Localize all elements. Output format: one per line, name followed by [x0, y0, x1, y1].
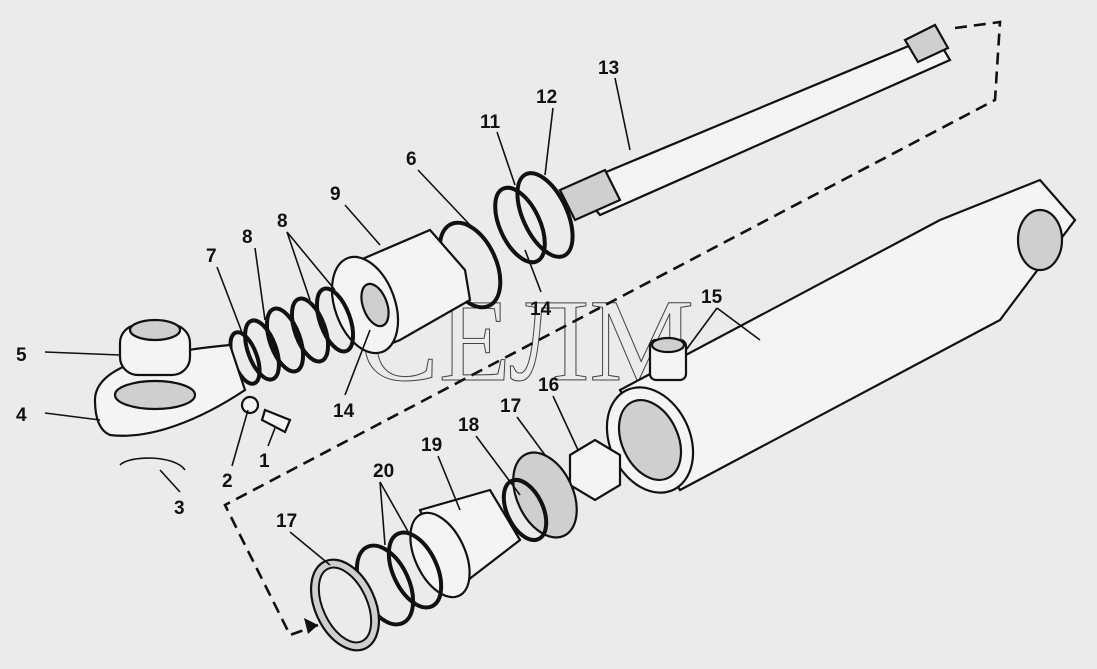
- label-11: 11: [480, 112, 501, 133]
- nut-2: [240, 395, 260, 415]
- label-5: 5: [16, 345, 27, 366]
- label-13: 13: [598, 58, 619, 79]
- label-20: 20: [373, 461, 394, 482]
- arrow-head-icon: [304, 618, 318, 634]
- label-16: 16: [538, 375, 559, 396]
- seal-12: [515, 171, 575, 259]
- label-14b: 14: [333, 401, 355, 422]
- label-15: 15: [701, 287, 723, 308]
- seal-rings-8: [228, 286, 356, 386]
- rod-eye-4: [93, 318, 247, 471]
- circlip-3: [119, 457, 186, 471]
- seal-11: [493, 185, 547, 265]
- label-17b: 17: [276, 511, 297, 532]
- label-1: 1: [259, 451, 270, 472]
- label-4: 4: [16, 405, 27, 426]
- guide-ring-17: [512, 451, 578, 539]
- label-2: 2: [222, 471, 233, 492]
- label-17a: 17: [500, 396, 521, 417]
- label-9: 9: [330, 184, 341, 205]
- label-12: 12: [536, 87, 557, 108]
- leader-lines: [44, 77, 761, 566]
- label-3: 3: [174, 498, 185, 519]
- seal-18: [501, 478, 549, 542]
- label-7: 7: [206, 246, 217, 267]
- label-8b: 8: [277, 211, 288, 232]
- label-6: 6: [406, 149, 417, 170]
- label-19: 19: [421, 435, 442, 456]
- piston-9: [330, 228, 472, 355]
- label-8a: 8: [242, 227, 253, 248]
- piston-rod: [558, 23, 952, 222]
- gland-19: [409, 488, 522, 599]
- assembly-path-line: [223, 20, 1002, 637]
- seal-20a: [386, 530, 444, 610]
- label-18: 18: [458, 415, 479, 436]
- bolt-1: [260, 408, 292, 434]
- cylinder-body-15: [605, 178, 1077, 494]
- label-14a: 14: [530, 299, 552, 320]
